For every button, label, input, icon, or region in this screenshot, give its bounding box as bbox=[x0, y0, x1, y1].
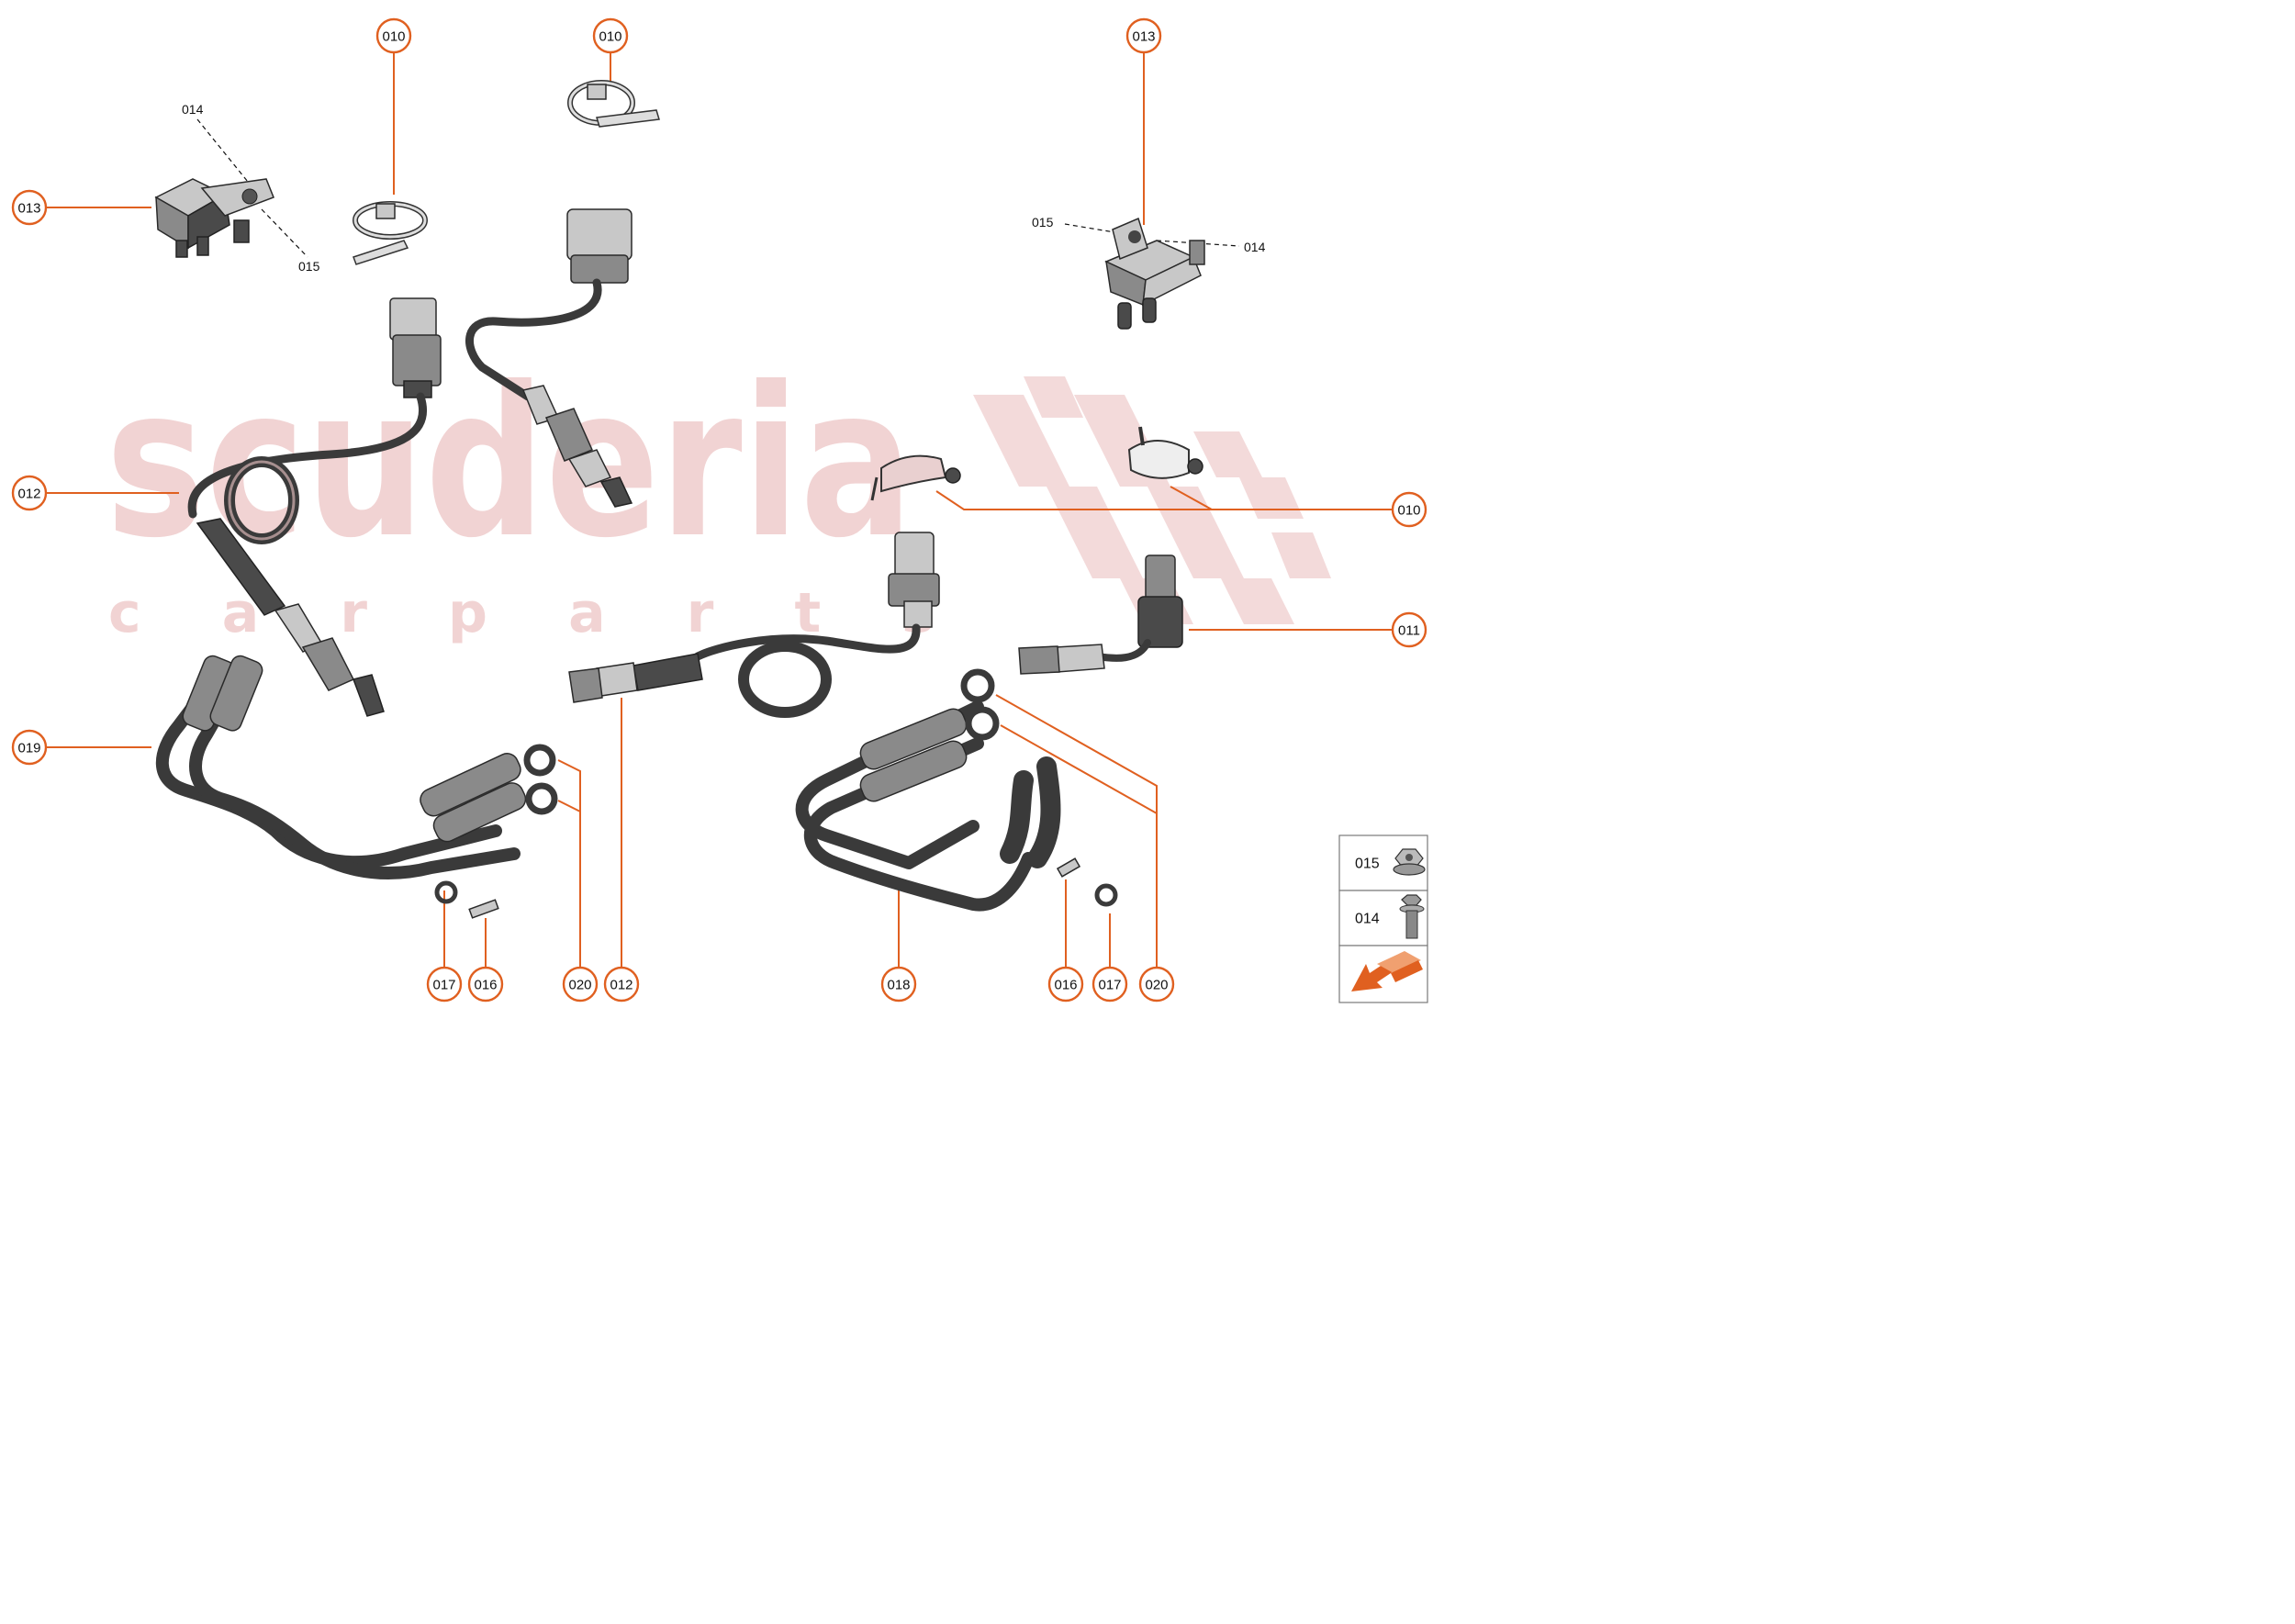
clip-016-left bbox=[468, 899, 499, 919]
flange-nut-icon bbox=[1393, 848, 1426, 876]
legend-label-015: 015 bbox=[1355, 857, 1380, 872]
callout-016[interactable]: 016 bbox=[1047, 966, 1084, 1002]
svg-text:017: 017 bbox=[432, 978, 455, 993]
flange-bolt-icon bbox=[1399, 894, 1425, 939]
callout-020[interactable]: 020 bbox=[1138, 966, 1175, 1002]
legend-row-015: 015 bbox=[1355, 848, 1426, 876]
pressure-sensor-right bbox=[1104, 217, 1205, 330]
label-015-right: 015 bbox=[1032, 215, 1054, 230]
svg-text:013: 013 bbox=[1132, 29, 1155, 45]
callouts: 010 010 013 013 012 010 011 019 bbox=[11, 17, 1427, 1002]
svg-text:018: 018 bbox=[887, 978, 910, 993]
callout-010[interactable]: 010 bbox=[375, 17, 412, 54]
svg-text:010: 010 bbox=[599, 29, 621, 45]
label-014-right: 014 bbox=[1244, 240, 1266, 254]
svg-text:020: 020 bbox=[568, 978, 591, 993]
hose-clip-020-left-lower bbox=[525, 782, 558, 815]
callout-016[interactable]: 016 bbox=[467, 966, 504, 1002]
callout-010[interactable]: 010 bbox=[592, 17, 629, 54]
callout-019[interactable]: 019 bbox=[11, 729, 48, 766]
callout-017[interactable]: 017 bbox=[426, 966, 463, 1002]
hose-assembly-019 bbox=[155, 655, 527, 879]
callout-020[interactable]: 020 bbox=[562, 966, 599, 1002]
clip-016-right bbox=[1056, 857, 1081, 878]
cable-tie-clamp-1 bbox=[353, 201, 428, 265]
leader-lines bbox=[46, 52, 1394, 968]
callout-013[interactable]: 013 bbox=[1125, 17, 1162, 54]
exhaust-clamp-2 bbox=[1127, 426, 1203, 479]
hose-assembly-018 bbox=[795, 700, 1061, 912]
hose-clip-020-right-lower bbox=[965, 706, 1000, 741]
svg-text:016: 016 bbox=[1054, 978, 1077, 993]
callout-018[interactable]: 018 bbox=[880, 966, 917, 1002]
svg-text:019: 019 bbox=[17, 741, 40, 756]
hose-clip-020-left-upper bbox=[523, 744, 556, 777]
dashed-pointers bbox=[196, 118, 1240, 258]
label-015-left: 015 bbox=[298, 259, 320, 274]
svg-text:016: 016 bbox=[474, 978, 497, 993]
svg-text:010: 010 bbox=[1397, 503, 1420, 519]
svg-text:010: 010 bbox=[382, 29, 405, 45]
svg-text:020: 020 bbox=[1145, 978, 1168, 993]
pressure-sensor-left bbox=[154, 178, 274, 258]
lambda-sensor-bottom bbox=[568, 532, 940, 718]
sensor-011 bbox=[1018, 554, 1183, 675]
callout-010[interactable]: 010 bbox=[1391, 491, 1427, 528]
hardware-legend: 015 014 bbox=[1338, 834, 1428, 1003]
exhaust-clamp-1 bbox=[870, 454, 961, 501]
clip-017-right bbox=[1094, 883, 1118, 907]
arrow-navigation-icon[interactable] bbox=[1351, 951, 1423, 991]
svg-text:013: 013 bbox=[17, 201, 40, 217]
callout-011[interactable]: 011 bbox=[1391, 611, 1427, 648]
legend-row-014: 014 bbox=[1355, 894, 1425, 939]
svg-text:012: 012 bbox=[17, 487, 40, 502]
callout-013[interactable]: 013 bbox=[11, 189, 48, 226]
callout-012[interactable]: 012 bbox=[603, 966, 640, 1002]
parts-diagram: scuderia c a r p a r t s bbox=[11, 17, 1428, 1003]
callout-012[interactable]: 012 bbox=[11, 475, 48, 511]
callout-017[interactable]: 017 bbox=[1092, 966, 1128, 1002]
cable-tie-clamp-2 bbox=[567, 80, 660, 128]
svg-text:011: 011 bbox=[1398, 623, 1420, 639]
svg-text:017: 017 bbox=[1098, 978, 1121, 993]
lambda-sensor-left bbox=[187, 297, 442, 717]
svg-text:012: 012 bbox=[610, 978, 633, 993]
label-014-left: 014 bbox=[182, 102, 204, 117]
legend-label-014: 014 bbox=[1355, 912, 1380, 927]
hose-clip-020-right-upper bbox=[960, 668, 995, 703]
clip-017-left bbox=[434, 880, 458, 904]
lambda-sensor-top bbox=[465, 208, 633, 508]
